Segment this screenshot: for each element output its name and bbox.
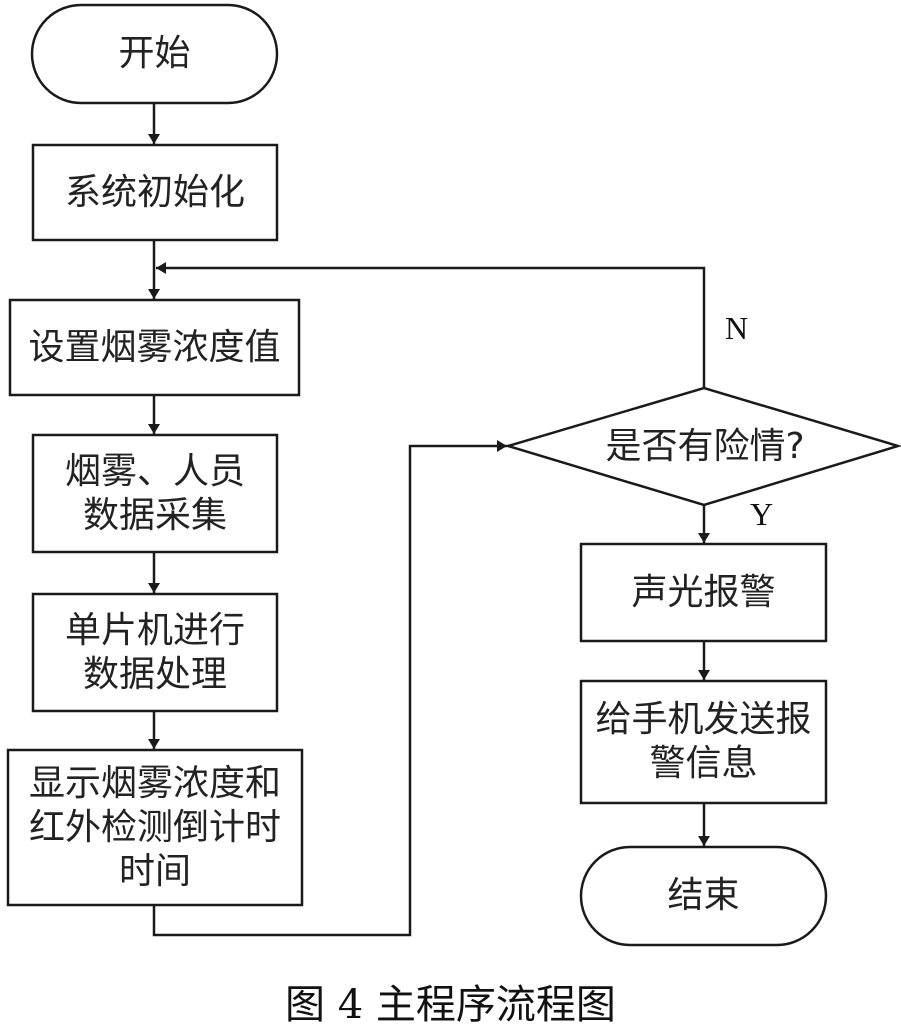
alarm-box	[579, 542, 828, 643]
end-terminator	[579, 845, 828, 947]
init-box	[31, 143, 279, 242]
edge-label-yes: Y	[750, 496, 774, 532]
edge-decision-no-loop	[156, 262, 706, 388]
process-data-box	[31, 592, 279, 713]
decision-diamond	[503, 386, 901, 507]
set-threshold-box	[8, 298, 301, 397]
display-box	[6, 748, 304, 907]
start-terminator	[30, 3, 279, 105]
send-message-box	[579, 679, 828, 805]
edge-display-to-decision	[152, 440, 507, 937]
collect-box	[31, 433, 279, 554]
edge-label-no: N	[725, 310, 749, 346]
figure-caption: 图 4 主程序流程图	[285, 982, 616, 1028]
